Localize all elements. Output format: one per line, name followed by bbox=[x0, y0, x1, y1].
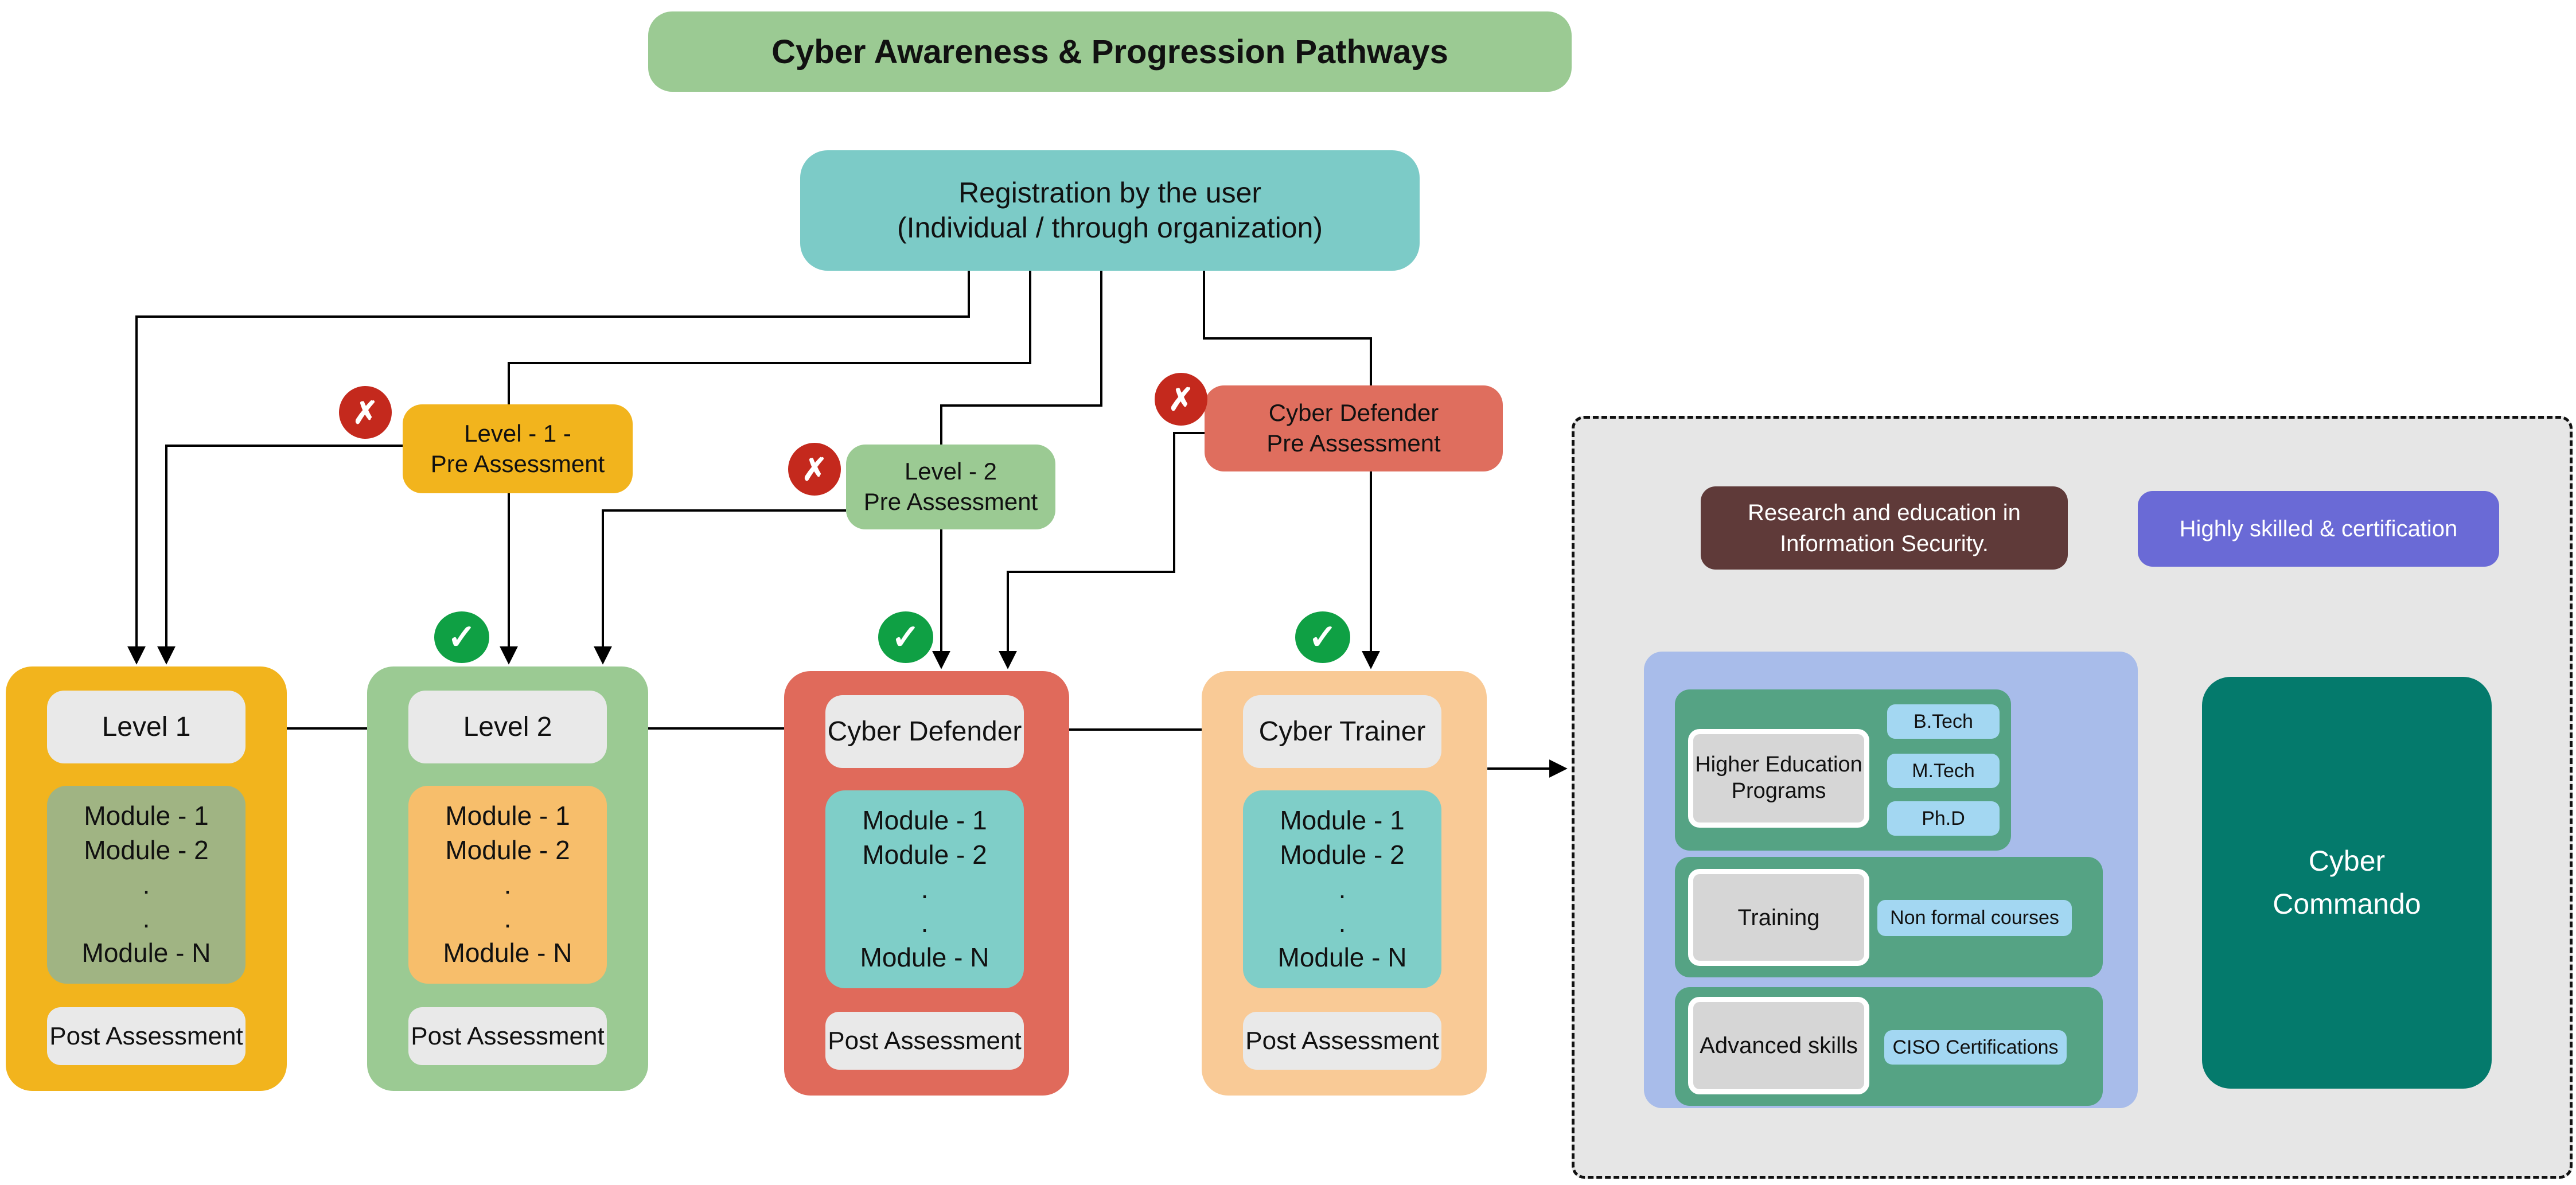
diagram-title: Cyber Awareness & Progression Pathways bbox=[648, 11, 1572, 92]
level1-pre-assessment-box: Level - 1 - Pre Assessment bbox=[403, 404, 633, 493]
mtech-chip: M.Tech bbox=[1887, 754, 2000, 788]
level2-modules-box: Module - 1 Module - 2 . . Module - N bbox=[408, 786, 607, 984]
module-line: Module - 1 bbox=[862, 805, 987, 835]
module-line: Module - N bbox=[443, 938, 572, 968]
cyber-defender-post-assessment-pill: Post Assessment bbox=[825, 1012, 1024, 1070]
fail-icon: ✗ bbox=[788, 443, 841, 496]
research-education-box: Research and education in Information Se… bbox=[1701, 486, 2068, 570]
module-line: . bbox=[504, 903, 512, 934]
module-line: Module - 2 bbox=[445, 835, 570, 865]
edge-registration-to-l1pre bbox=[508, 271, 1031, 404]
registration-label: Registration by the user (Individual / t… bbox=[897, 176, 1323, 245]
edge-l1pre-fail-to-level1 bbox=[157, 445, 403, 665]
module-line: . bbox=[1338, 908, 1346, 938]
module-line: Module - 2 bbox=[862, 839, 987, 870]
pass-icon: ✓ bbox=[878, 611, 933, 663]
advanced-skills-label: Advanced skills bbox=[1688, 997, 1869, 1094]
module-line: . bbox=[504, 869, 512, 899]
cyber-defender-pre-assessment-box: Cyber Defender Pre Assessment bbox=[1205, 385, 1503, 471]
higher-education-row: Higher Education Programs B.Tech M.Tech … bbox=[1675, 689, 2011, 851]
cyber-defender-header-pill: Cyber Defender bbox=[825, 695, 1024, 768]
registration-line2: (Individual / through organization) bbox=[897, 212, 1323, 244]
highly-skilled-box: Highly skilled & certification bbox=[2138, 491, 2499, 567]
module-line: Module - 2 bbox=[1280, 839, 1405, 870]
registration-line1: Registration by the user bbox=[958, 177, 1262, 209]
edge-cdpre-fail-to-defender bbox=[999, 432, 1205, 669]
btech-chip: B.Tech bbox=[1887, 704, 2000, 739]
advanced-skills-row: Advanced skills CISO Certifications bbox=[1675, 987, 2103, 1106]
cyber-trainer-header-pill: Cyber Trainer bbox=[1243, 695, 1441, 768]
cyber-defender-column: Cyber Defender Module - 1 Module - 2 . .… bbox=[784, 671, 1069, 1096]
cyber-trainer-post-assessment-pill: Post Assessment bbox=[1243, 1012, 1441, 1070]
edge-registration-to-l2pre bbox=[940, 271, 1102, 445]
module-line: . bbox=[142, 903, 150, 934]
module-line: . bbox=[142, 869, 150, 899]
edge-l2pre-fail-to-level2 bbox=[594, 509, 846, 665]
module-line: . bbox=[921, 908, 929, 938]
cyber-trainer-column: Cyber Trainer Module - 1 Module - 2 . . … bbox=[1202, 671, 1487, 1096]
cyber-commando-box: Cyber Commando bbox=[2202, 677, 2492, 1089]
module-line: Module - 1 bbox=[84, 801, 209, 831]
module-line: Module - N bbox=[81, 938, 211, 968]
fail-icon: ✗ bbox=[339, 386, 392, 439]
level1-post-assessment-pill: Post Assessment bbox=[47, 1007, 245, 1065]
module-line: . bbox=[1338, 874, 1346, 904]
phd-chip: Ph.D bbox=[1887, 801, 2000, 836]
level1-modules-box: Module - 1 Module - 2 . . Module - N bbox=[47, 786, 245, 984]
module-line: Module - N bbox=[1277, 942, 1407, 973]
module-line: Module - N bbox=[860, 942, 989, 973]
level2-column: Level 2 Module - 1 Module - 2 . . Module… bbox=[367, 666, 648, 1091]
module-line: Module - 1 bbox=[445, 801, 570, 831]
cyber-trainer-modules-box: Module - 1 Module - 2 . . Module - N bbox=[1243, 790, 1441, 988]
training-label: Training bbox=[1688, 869, 1869, 966]
ciso-certifications-chip: CISO Certifications bbox=[1884, 1030, 2067, 1065]
module-line: . bbox=[921, 874, 929, 904]
registration-box: Registration by the user (Individual / t… bbox=[800, 150, 1420, 271]
level1-column: Level 1 Module - 1 Module - 2 . . Module… bbox=[6, 666, 287, 1091]
pass-icon: ✓ bbox=[434, 611, 489, 663]
fail-icon: ✗ bbox=[1155, 373, 1207, 426]
module-line: Module - 1 bbox=[1280, 805, 1405, 835]
higher-education-label: Higher Education Programs bbox=[1688, 729, 1869, 828]
edge-registration-to-level1 bbox=[127, 271, 970, 665]
level2-post-assessment-pill: Post Assessment bbox=[408, 1007, 607, 1065]
non-formal-courses-chip: Non formal courses bbox=[1877, 900, 2072, 936]
module-line: Module - 2 bbox=[84, 835, 209, 865]
training-row: Training Non formal courses bbox=[1675, 857, 2103, 977]
level1-header-pill: Level 1 bbox=[47, 691, 245, 763]
pass-icon: ✓ bbox=[1295, 611, 1350, 663]
level2-header-pill: Level 2 bbox=[408, 691, 607, 763]
level2-pre-assessment-box: Level - 2 Pre Assessment bbox=[846, 445, 1055, 529]
education-pathways-panel: Higher Education Programs B.Tech M.Tech … bbox=[1644, 652, 2138, 1108]
cyber-defender-modules-box: Module - 1 Module - 2 . . Module - N bbox=[825, 790, 1024, 988]
edge-registration-to-cdpre bbox=[1203, 271, 1372, 385]
